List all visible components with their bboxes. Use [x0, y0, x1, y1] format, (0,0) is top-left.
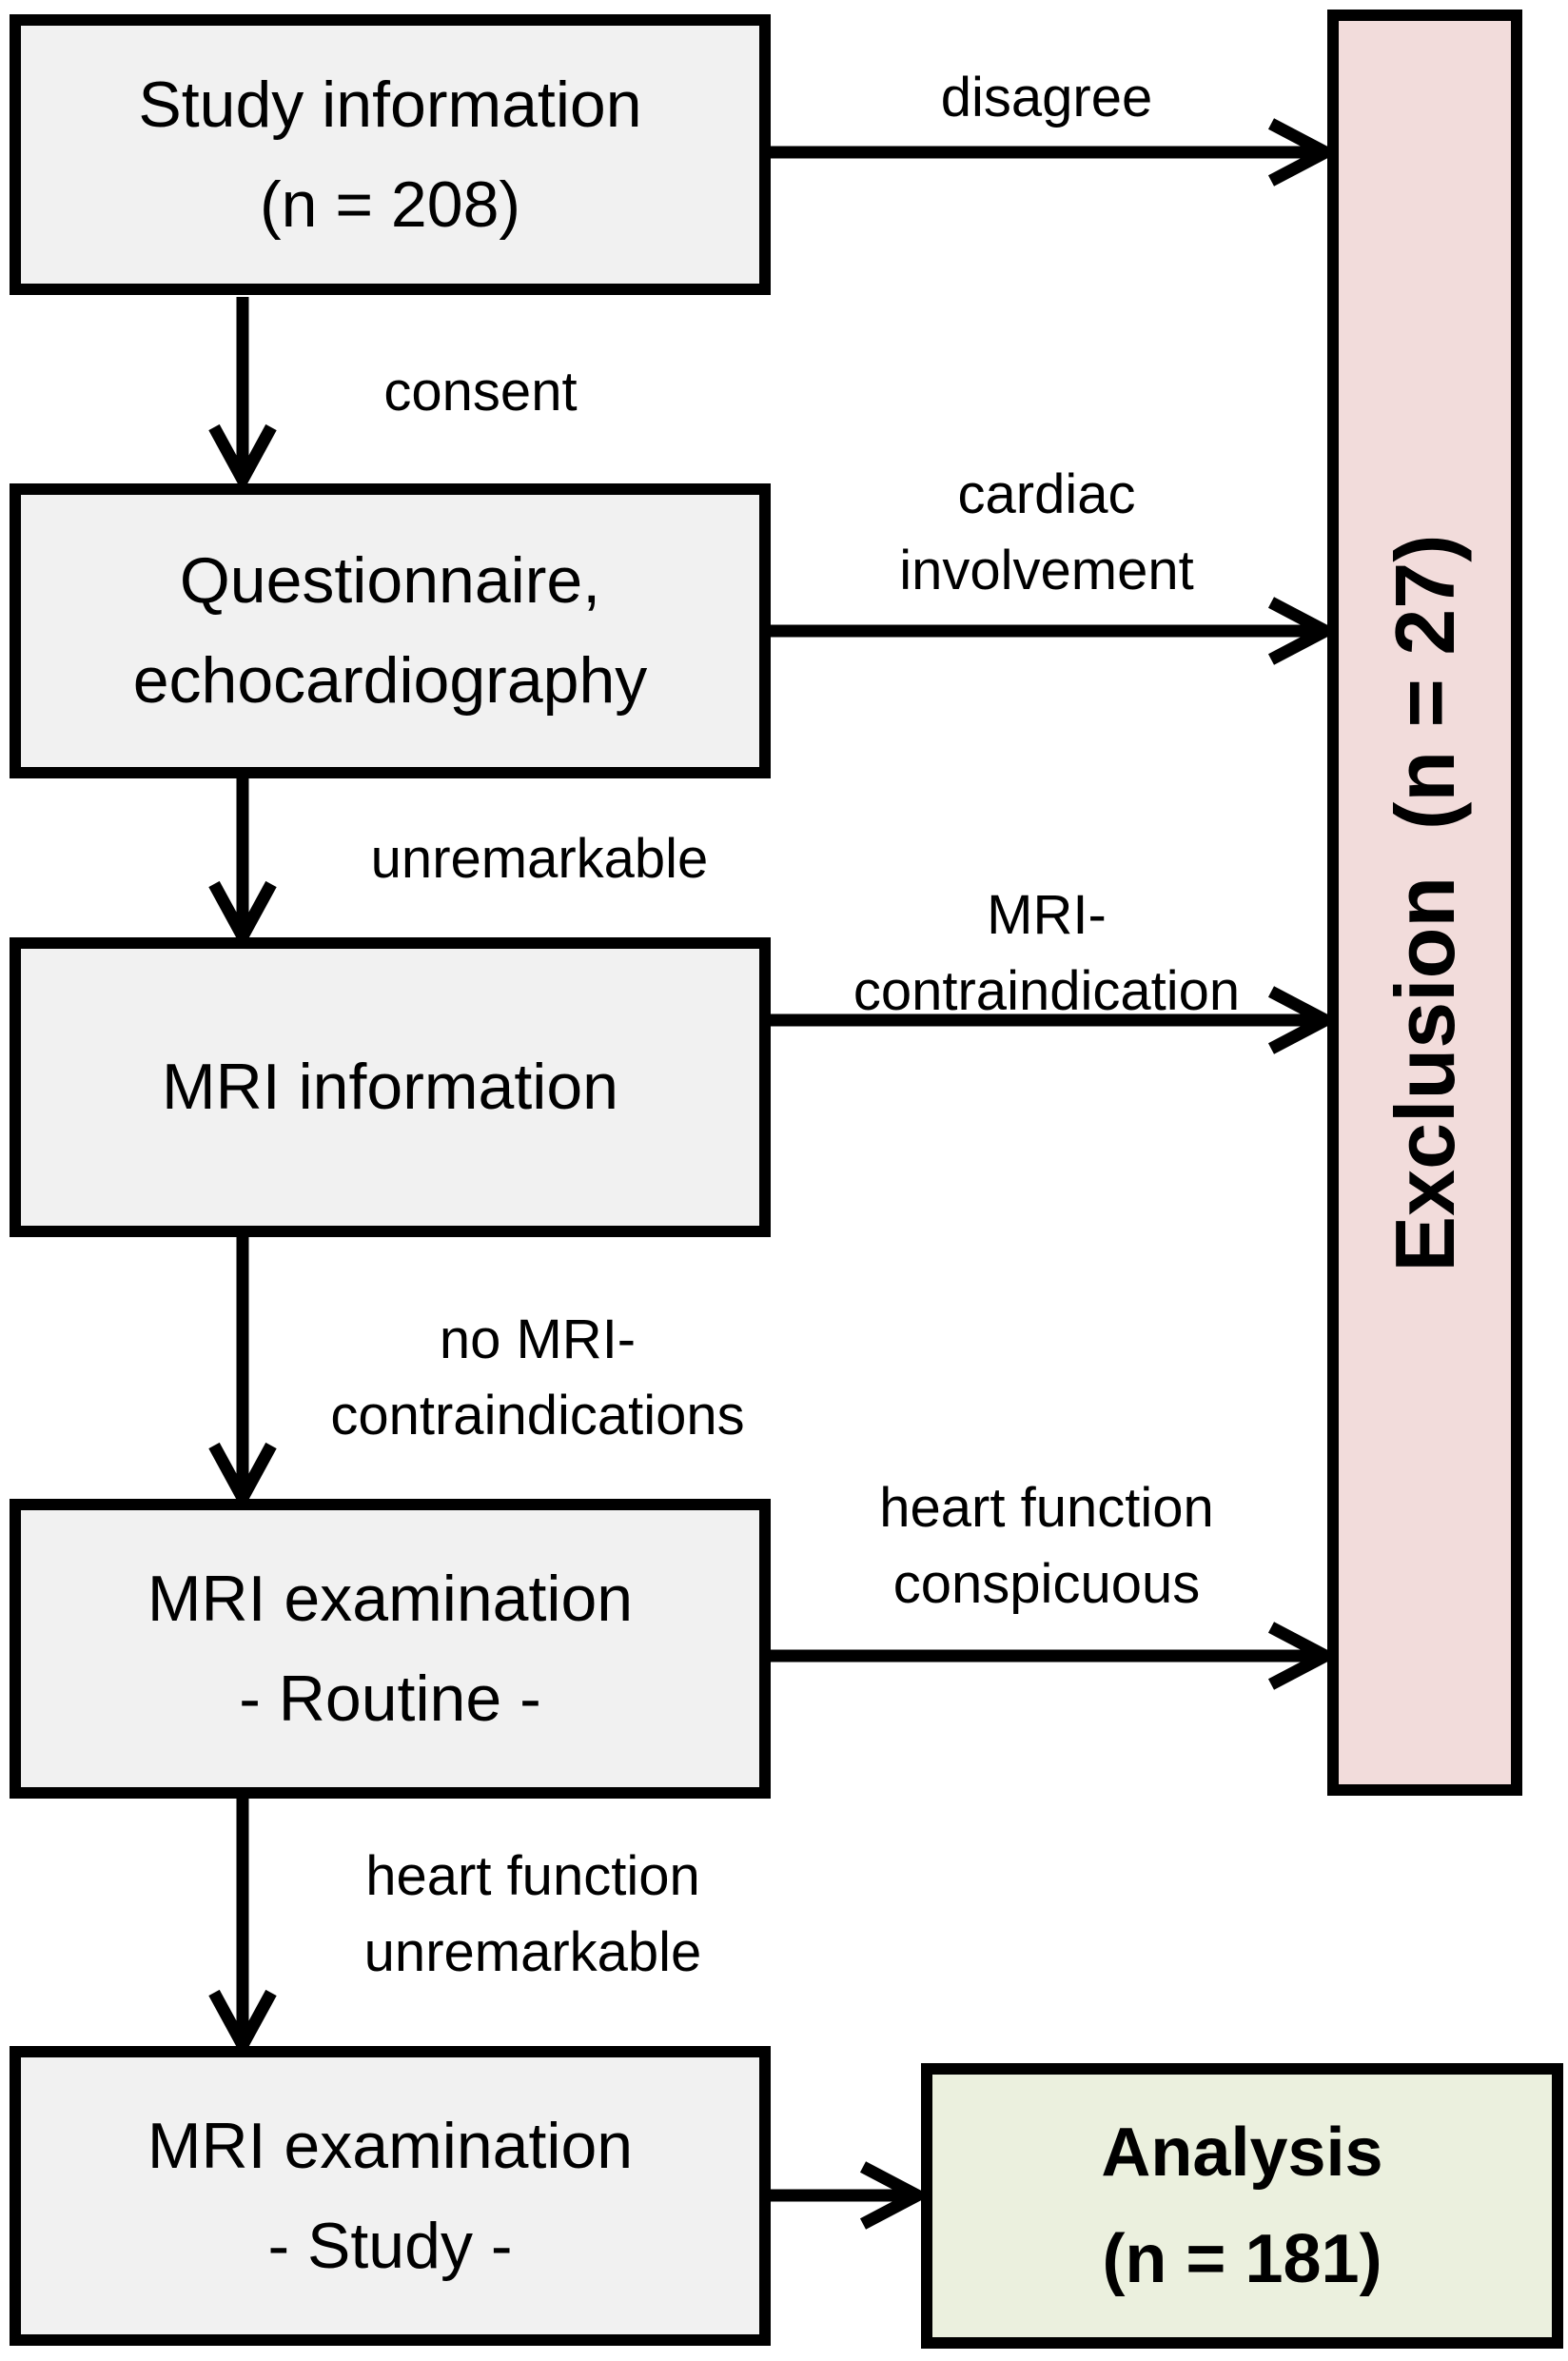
- arrow-right-disagree-icon: [767, 118, 1339, 187]
- node-label-line: - Routine -: [239, 1662, 541, 1735]
- node-label-line: Study information: [138, 68, 642, 141]
- node-label-line: echocardiography: [132, 644, 648, 717]
- edge-label-line: disagree: [940, 67, 1153, 128]
- node-label-line: (n = 181): [1102, 2221, 1382, 2297]
- node-exclusion: Exclusion (n = 27): [1327, 10, 1522, 1796]
- edge-label-line: unremarkable: [363, 1921, 702, 1983]
- arrow-right-mri-contraindication-icon: [767, 986, 1339, 1054]
- arrow-right-to-analysis-icon: [767, 2161, 931, 2230]
- node-mri-examination-routine: MRI examination - Routine -: [10, 1499, 771, 1799]
- node-questionnaire-echocardiography: Questionnaire, echocardiography: [10, 483, 771, 778]
- edge-label-line: conspicuous: [892, 1553, 1201, 1615]
- arrow-down-consent-icon: [208, 297, 277, 493]
- edge-label-line: involvement: [899, 540, 1194, 601]
- node-mri-information: MRI information: [10, 937, 771, 1237]
- edge-label-disagree: disagree: [941, 60, 1152, 136]
- edge-label-mri-contraindication: MRI- contraindication: [853, 877, 1240, 1030]
- arrow-down-heart-function-unremarkable-icon: [208, 1795, 277, 2058]
- node-mri-examination-study: MRI examination - Study -: [10, 2046, 771, 2346]
- edge-label-line: contraindication: [853, 960, 1241, 1022]
- edge-label-heart-function-conspicuous: heart function conspicuous: [879, 1470, 1213, 1623]
- edge-label-line: consent: [383, 361, 578, 423]
- edge-label-line: heart function: [365, 1845, 700, 1907]
- node-label-line: MRI examination: [147, 2109, 634, 2182]
- node-label-line: MRI information: [162, 1051, 618, 1123]
- exclusion-label: Exclusion (n = 27): [1377, 533, 1472, 1272]
- edge-label-line: unremarkable: [370, 828, 709, 890]
- edge-label-cardiac-involvement: cardiac involvement: [899, 457, 1193, 609]
- node-label-line: MRI examination: [147, 1562, 634, 1635]
- node-study-information: Study information (n = 208): [10, 14, 771, 295]
- node-label-line: - Study -: [267, 2209, 513, 2282]
- node-label-line: (n = 208): [259, 167, 521, 241]
- arrow-down-unremarkable-icon: [208, 777, 277, 950]
- edge-label-no-mri-contraindications: no MRI- contraindications: [330, 1302, 744, 1454]
- node-label-line: Questionnaire,: [179, 544, 601, 617]
- edge-label-line: MRI-: [987, 884, 1107, 946]
- node-analysis: Analysis (n = 181): [921, 2063, 1563, 2349]
- edge-label-line: contraindications: [330, 1385, 745, 1446]
- edge-label-line: no MRI-: [439, 1308, 637, 1370]
- edge-label-consent: consent: [383, 354, 577, 430]
- arrow-down-no-mri-contraindications-icon: [208, 1233, 277, 1511]
- edge-label-line: cardiac: [957, 463, 1136, 525]
- edge-label-line: heart function: [879, 1477, 1214, 1539]
- edge-label-unremarkable: unremarkable: [371, 821, 709, 897]
- arrow-right-heart-function-conspicuous-icon: [767, 1622, 1339, 1690]
- arrow-right-cardiac-involvement-icon: [767, 597, 1339, 665]
- node-label-line: Analysis: [1101, 2115, 1383, 2191]
- edge-label-heart-function-unremarkable: heart function unremarkable: [364, 1839, 702, 1991]
